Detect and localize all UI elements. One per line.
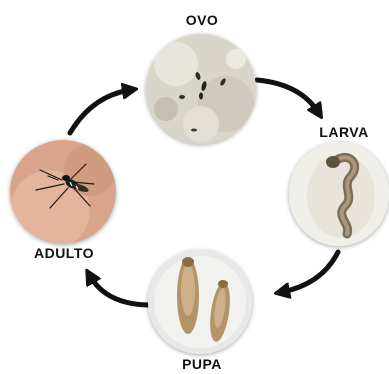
pupa-photo	[148, 250, 252, 354]
stage-label-adulto: ADULTO	[28, 245, 100, 261]
larva-photo	[289, 142, 389, 246]
adult-mosquito-photo	[10, 140, 116, 244]
stage-label-ovo: OVO	[176, 12, 228, 28]
arrow-ovo-to-larva	[257, 80, 318, 112]
arrow-pupa-to-adulto	[90, 276, 148, 305]
arrow-adulto-to-ovo	[70, 90, 130, 133]
arrow-larva-to-pupa	[282, 252, 338, 292]
stage-label-larva: LARVA	[313, 124, 375, 140]
egg-photo	[146, 34, 256, 144]
stage-label-pupa: PUPA	[176, 356, 228, 372]
